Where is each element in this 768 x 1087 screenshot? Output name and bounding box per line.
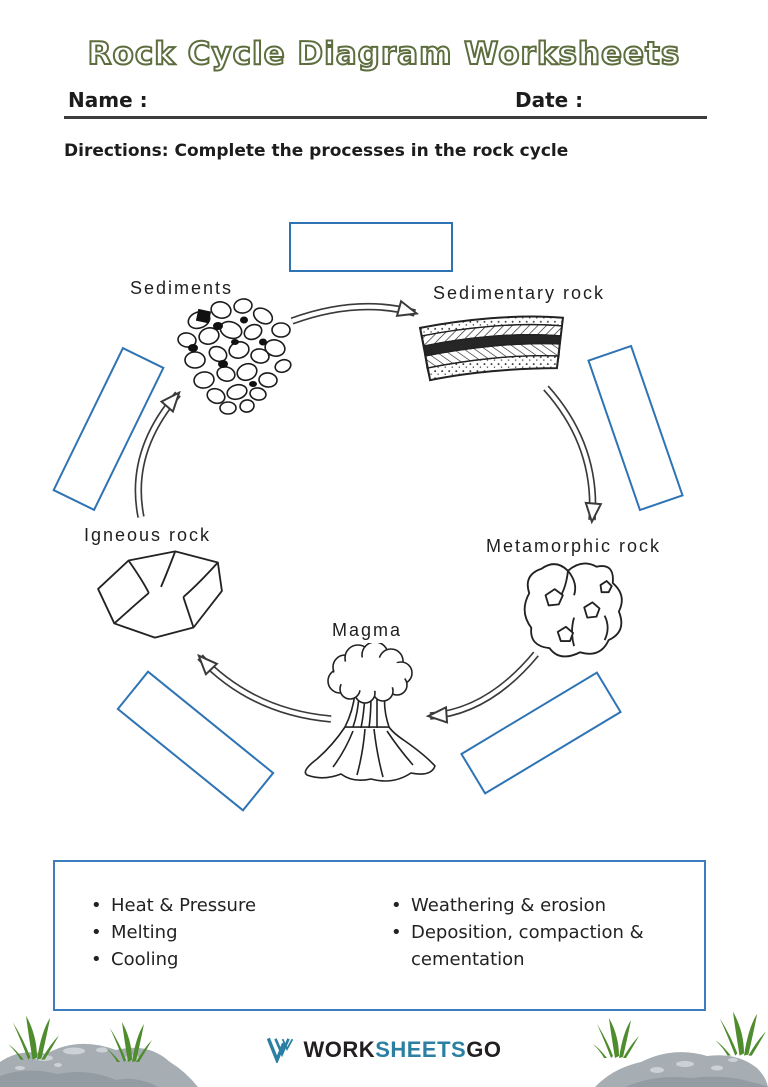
logo-sheets: SHEETS: [375, 1037, 467, 1062]
date-label: Date :: [515, 88, 584, 112]
sediments-illustration: [177, 298, 292, 415]
word-bank-left-column: Heat & Pressure Melting Cooling: [89, 892, 389, 1009]
metamorphic-rock-illustration: [523, 562, 623, 658]
label-sedimentary-rock: Sedimentary rock: [433, 283, 606, 303]
answer-box-top[interactable]: [289, 222, 453, 272]
worksheetsgo-logo: WORKSHEETSGO: [0, 1037, 768, 1063]
name-label: Name :: [68, 88, 148, 112]
label-metamorphic-rock: Metamorphic rock: [486, 536, 662, 556]
page-title: Rock Cycle Diagram Worksheets: [87, 35, 681, 73]
label-sediments: Sediments: [130, 278, 234, 298]
word-bank-item: Melting: [89, 919, 389, 946]
answer-box-upper-left[interactable]: [52, 346, 165, 512]
rocks-grass-bottom-left: [0, 1015, 198, 1087]
logo-go: GO: [466, 1037, 502, 1062]
magma-volcano-illustration: [304, 643, 436, 782]
answer-box-lower-right[interactable]: [460, 671, 622, 795]
word-bank-item: Heat & Pressure: [89, 892, 389, 919]
answer-box-lower-left[interactable]: [116, 670, 275, 812]
worksheetsgo-logo-icon: [266, 1037, 293, 1063]
answer-box-upper-right[interactable]: [587, 344, 684, 512]
arrow-sediments-to-sedimentary: [290, 307, 415, 325]
logo-work: WORK: [303, 1037, 376, 1062]
label-magma: Magma: [332, 620, 403, 640]
word-bank-item: Deposition, compaction & cementation: [389, 919, 674, 973]
igneous-rock-illustration: [97, 550, 223, 639]
word-bank-item: Weathering & erosion: [389, 892, 674, 919]
sedimentary-rock-illustration: [418, 315, 565, 382]
word-bank-right-column: Weathering & erosion Deposition, compact…: [389, 892, 674, 1009]
word-bank-item: Cooling: [89, 946, 389, 973]
directions-text: Directions: Complete the processes in th…: [64, 141, 569, 161]
word-bank: Heat & Pressure Melting Cooling Weatheri…: [53, 860, 706, 1011]
rocks-grass-bottom-right: [593, 1011, 768, 1087]
worksheetsgo-logo-text: WORKSHEETSGO: [304, 1037, 502, 1063]
label-igneous-rock: Igneous rock: [84, 525, 212, 545]
arrow-sedimentary-to-metamorphic: [543, 385, 593, 520]
header-underline: [64, 116, 707, 119]
